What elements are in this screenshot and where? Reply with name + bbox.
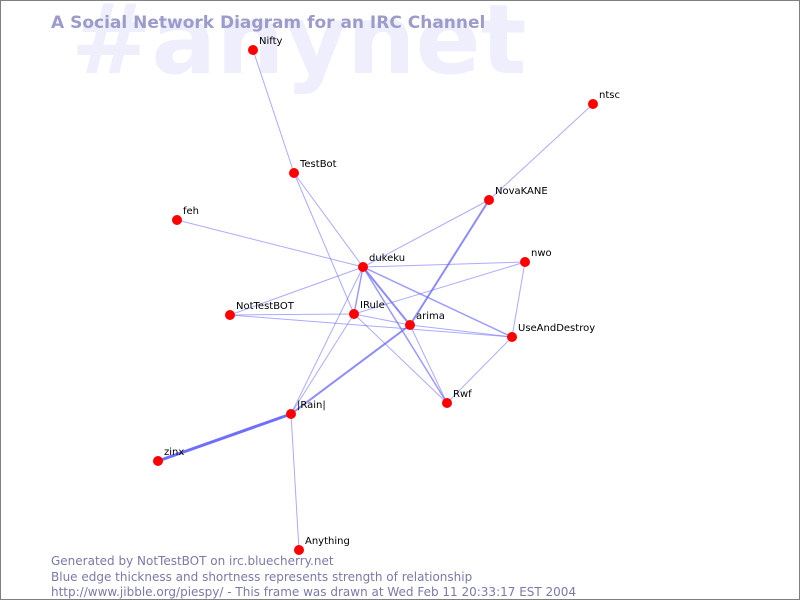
edge	[362, 266, 448, 404]
node	[484, 195, 494, 205]
edge	[353, 313, 411, 326]
edge	[409, 324, 513, 338]
edge	[488, 103, 594, 201]
node-label: ntsc	[599, 90, 620, 101]
edge	[362, 261, 526, 268]
edge	[290, 313, 355, 415]
node-label: Rwf	[453, 389, 472, 400]
node-label: Nifty	[259, 36, 283, 47]
node-label: Anything	[305, 536, 350, 547]
edge	[362, 199, 490, 268]
edge	[409, 199, 490, 326]
node-label: nwo	[531, 248, 552, 259]
channel-watermark: #anynet	[71, 0, 527, 96]
node	[172, 215, 182, 225]
edge	[229, 314, 513, 338]
node-label: TestBot	[299, 159, 337, 170]
edge	[353, 261, 526, 315]
node-label: NovaKANE	[495, 186, 548, 197]
edge	[229, 266, 364, 316]
edge	[157, 412, 292, 463]
edge	[252, 49, 295, 174]
node-label: UseAndDestroy	[518, 323, 595, 334]
node	[520, 257, 530, 267]
node	[225, 310, 235, 320]
edge	[290, 266, 364, 415]
edge	[362, 266, 513, 338]
edge	[353, 266, 364, 315]
node-label: feh	[183, 206, 199, 217]
node-label: IRule	[360, 300, 385, 311]
node-label: |Rain|	[297, 400, 326, 411]
edge	[229, 313, 355, 316]
edge	[176, 219, 364, 268]
edge	[290, 413, 300, 551]
node	[349, 309, 359, 319]
node	[507, 332, 517, 342]
node	[286, 409, 296, 419]
diagram-title: A Social Network Diagram for an IRC Chan…	[51, 13, 486, 33]
edge	[409, 324, 448, 404]
node-label: NotTestBOT	[236, 301, 295, 312]
footer-legend: Blue edge thickness and shortness repres…	[51, 570, 473, 584]
edge	[293, 172, 364, 268]
edge	[290, 324, 411, 415]
node	[442, 398, 452, 408]
node	[289, 168, 299, 178]
node-label: dukeku	[369, 253, 405, 264]
edge	[353, 313, 448, 404]
node-label: arima	[416, 311, 445, 322]
edge	[362, 266, 411, 326]
node	[588, 99, 598, 109]
edge	[511, 261, 526, 338]
node	[294, 545, 304, 555]
edge	[446, 336, 513, 404]
node	[358, 262, 368, 272]
footer-generated-by: Generated by NotTestBOT on irc.bluecherr…	[51, 554, 334, 568]
edge	[293, 172, 355, 315]
node	[153, 456, 163, 466]
node	[405, 320, 415, 330]
footer-url-timestamp: http://www.jibble.org/piespy/ - This fra…	[51, 585, 577, 599]
node-label: zinx	[164, 447, 184, 458]
node	[248, 45, 258, 55]
